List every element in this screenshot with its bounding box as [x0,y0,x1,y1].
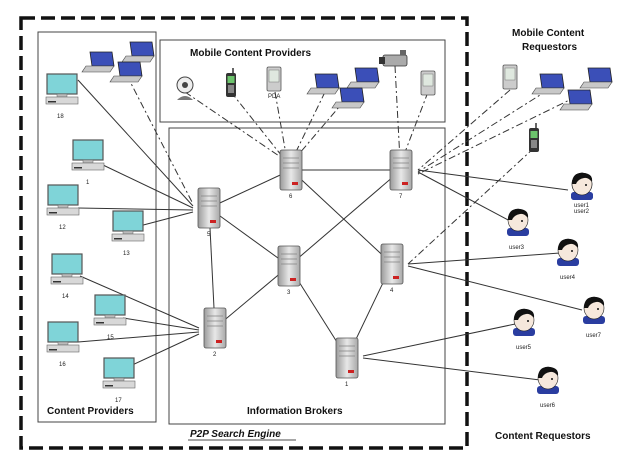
laptop-icon [109,61,143,83]
laptop-icon [579,67,613,89]
svg-text:5: 5 [207,232,211,238]
laptop-icon [346,67,380,89]
laptop-icon [531,73,565,95]
content-providers-box [37,31,157,423]
provider-12: 12 [46,184,80,231]
provider-13: 13 [111,210,145,257]
label-content-requestors: Content Requestors [495,431,591,442]
broker-7: 7 [389,149,413,200]
mobile-links [119,61,591,265]
user-4: user4 [556,238,580,281]
provider-17: 17 [102,357,136,404]
label-mobile-content-providers: Mobile Content Providers [190,48,312,59]
provider-14: 14 [50,253,84,300]
pda-icon: PDA [266,66,282,100]
laptop-icon [559,89,593,111]
user-2: user2 [570,172,594,215]
svg-text:1: 1 [345,382,349,388]
label-mobile-content-requestors-line2: Requestors [522,42,577,53]
broker-links [208,169,402,359]
label-content-providers: Content Providers [47,406,134,417]
svg-text:user4: user4 [560,275,576,281]
provider-1: 1 [71,139,105,186]
mobile-content-providers-box [159,39,446,123]
laptop-icon [306,73,340,95]
user-7: user7 [582,296,606,339]
provider-18: 18 [45,73,79,120]
svg-text:user3: user3 [509,245,525,251]
laptop-icon [81,51,115,73]
svg-text:user1: user1 [574,203,590,209]
provider-16: 16 [46,321,80,368]
label-p2p-search-engine: P2P Search Engine [190,429,281,440]
broker-5: 5 [197,187,221,238]
svg-text:16: 16 [59,362,66,368]
svg-text:15: 15 [107,335,114,341]
svg-text:1: 1 [86,180,90,186]
broker-3: 3 [277,245,301,296]
broker-4: 4 [380,243,404,294]
svg-text:user7: user7 [586,333,602,339]
provider-15: 15 [93,294,127,341]
laptop-icon [121,41,155,63]
svg-text:7: 7 [399,194,403,200]
phone-icon [528,122,540,153]
svg-text:6: 6 [289,194,293,200]
svg-text:18: 18 [57,114,64,120]
webcam-icon [176,76,194,100]
svg-text:17: 17 [115,398,122,404]
p2p-search-engine-boundary [19,16,469,450]
user-6: user6 [536,366,560,409]
user-3: user3 [506,208,530,251]
svg-text:user5: user5 [516,345,532,351]
label-mobile-content-requestors-line1: Mobile Content [512,28,585,39]
svg-text:13: 13 [123,251,130,257]
broker-2: 2 [203,307,227,358]
pda-icon [502,64,518,90]
broker-1: 1 [335,337,359,388]
svg-text:12: 12 [59,225,66,231]
svg-text:user2: user2 [574,209,590,215]
svg-text:user6: user6 [540,403,556,409]
camcorder-icon [379,50,408,67]
requestor-links [362,169,583,381]
user-1: user1 [570,172,594,209]
svg-text:3: 3 [287,290,291,296]
svg-text:2: 2 [213,352,217,358]
label-information-brokers: Information Brokers [247,406,343,417]
phone-icon [225,67,237,98]
svg-text:PDA: PDA [268,94,280,100]
broker-6: 6 [279,149,303,200]
svg-text:4: 4 [390,288,394,294]
svg-text:14: 14 [62,294,69,300]
pda-icon [420,70,436,96]
user-5: user5 [512,308,536,351]
